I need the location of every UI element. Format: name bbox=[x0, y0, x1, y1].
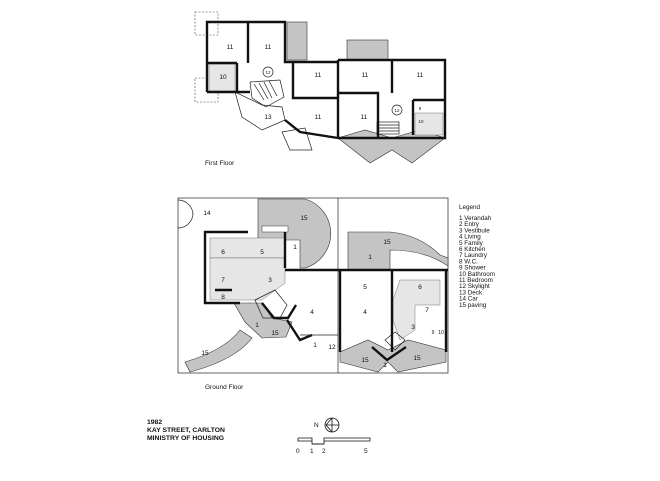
deck-hatched bbox=[286, 21, 308, 61]
legend-item: 12 Skylight bbox=[459, 283, 490, 290]
skylight-circle bbox=[262, 66, 274, 78]
ground-floor-plan: 14 15 1 6 5 7 3 8 4 1 15 15 1 12 5 4 15 … bbox=[177, 197, 449, 391]
scale-tick-label: 1 bbox=[310, 448, 314, 455]
bathroom-tiles bbox=[208, 63, 236, 92]
room-label: 3 bbox=[268, 277, 272, 284]
legend-title: Legend bbox=[459, 204, 481, 211]
scale-tick-label: 5 bbox=[364, 448, 368, 455]
room-label: 6 bbox=[418, 284, 422, 291]
legend-item: 8 W.C. bbox=[459, 258, 478, 265]
room-label: 10 bbox=[438, 330, 444, 336]
paving-deck bbox=[257, 198, 331, 269]
first-floor-caption: First Floor bbox=[205, 160, 235, 167]
room-label: 9 bbox=[419, 106, 422, 111]
room-label: 7 bbox=[425, 307, 429, 314]
room-label: 3 bbox=[411, 324, 415, 331]
room-label: 11 bbox=[315, 114, 322, 121]
room-label: 11 bbox=[265, 44, 272, 51]
legend-item: 10 Bathroom bbox=[459, 271, 495, 278]
scale-bar: 0 1 2 5 bbox=[296, 437, 371, 455]
room-label: 10 bbox=[219, 74, 227, 81]
room-label: 15 bbox=[300, 215, 308, 222]
room-label: 11 bbox=[417, 72, 424, 79]
room-label: 12 bbox=[265, 70, 271, 75]
project-year: 1982 bbox=[147, 419, 162, 426]
room-label: 5 bbox=[363, 284, 367, 291]
bathroom-tiles bbox=[414, 112, 444, 136]
scale-tick-label: 2 bbox=[322, 448, 326, 455]
legend-item: 6 Kitchen bbox=[459, 246, 486, 253]
legend-item: 7 Laundry bbox=[459, 252, 488, 259]
room-label: 6 bbox=[221, 249, 225, 256]
paving-path bbox=[184, 329, 253, 373]
legend-item: 4 Living bbox=[459, 234, 481, 241]
room-label: 14 bbox=[203, 210, 211, 217]
legend-item: 2 Entry bbox=[459, 221, 480, 228]
room-label: 7 bbox=[221, 277, 225, 284]
legend-item: 15 paving bbox=[459, 302, 487, 309]
deck-13 bbox=[234, 91, 286, 131]
room-label: 1 bbox=[368, 254, 372, 261]
room-label: 15 bbox=[383, 239, 391, 246]
stairs bbox=[249, 79, 400, 135]
first-floor-walls bbox=[205, 20, 447, 140]
room-label: 12 bbox=[328, 344, 336, 351]
legend-item: 3 Vestibule bbox=[459, 227, 490, 234]
site-boundary bbox=[177, 197, 449, 374]
dashed-balcony bbox=[281, 127, 313, 151]
ground-floor-caption: Ground Floor bbox=[205, 384, 244, 391]
room-label: 12 bbox=[394, 108, 400, 113]
room-label: 15 bbox=[361, 357, 369, 364]
room-label: 9 bbox=[432, 330, 435, 336]
room-label: 10 bbox=[418, 119, 424, 124]
project-address: KAY STREET, CARLTON bbox=[147, 427, 225, 434]
ground-floor-walls bbox=[203, 230, 448, 362]
room-label: 15 bbox=[413, 355, 421, 362]
first-floor-plan: 11 11 10 12 13 11 11 11 11 11 12 9 10 Fi… bbox=[194, 11, 447, 167]
room-label: 13 bbox=[264, 114, 272, 121]
legend-item: 9 Shower bbox=[459, 265, 486, 272]
room-label: 1 bbox=[383, 362, 387, 369]
room-label: 1 bbox=[293, 244, 297, 251]
stairs bbox=[254, 289, 288, 319]
room-label: 15 bbox=[201, 350, 209, 357]
skylight-circle bbox=[391, 104, 403, 116]
room-label: 11 bbox=[362, 72, 369, 79]
room-label: 1 bbox=[313, 342, 317, 349]
room-label: 1 bbox=[255, 322, 259, 329]
room-label: 11 bbox=[361, 114, 368, 121]
legend-item: 11 Bedroom bbox=[459, 277, 493, 284]
room-label: 5 bbox=[260, 249, 264, 256]
legend-item: 14 Car bbox=[459, 296, 478, 303]
project-client: MINISTRY OF HOUSING bbox=[147, 435, 224, 442]
title-block: 1982 KAY STREET, CARLTON MINISTRY OF HOU… bbox=[147, 419, 225, 442]
scale-tick-label: 0 bbox=[296, 448, 300, 455]
garage-door bbox=[177, 199, 194, 229]
deck-hatched bbox=[346, 39, 389, 61]
legend-item: 5 Family bbox=[459, 240, 484, 247]
north-label: N bbox=[314, 422, 319, 429]
paving-deck bbox=[347, 231, 449, 271]
room-label: 11 bbox=[227, 44, 234, 51]
legend-item: 1 Verandah bbox=[459, 215, 492, 222]
room-label: 4 bbox=[363, 309, 367, 316]
room-label: 11 bbox=[315, 72, 322, 79]
legend: Legend 1 Verandah 2 Entry 3 Vestibule 4 … bbox=[459, 204, 495, 309]
room-label: 4 bbox=[310, 309, 314, 316]
north-arrow: N bbox=[314, 417, 340, 433]
room-label: 15 bbox=[271, 330, 279, 337]
legend-item: 13 Deck bbox=[459, 289, 483, 296]
room-label: 8 bbox=[221, 294, 225, 301]
